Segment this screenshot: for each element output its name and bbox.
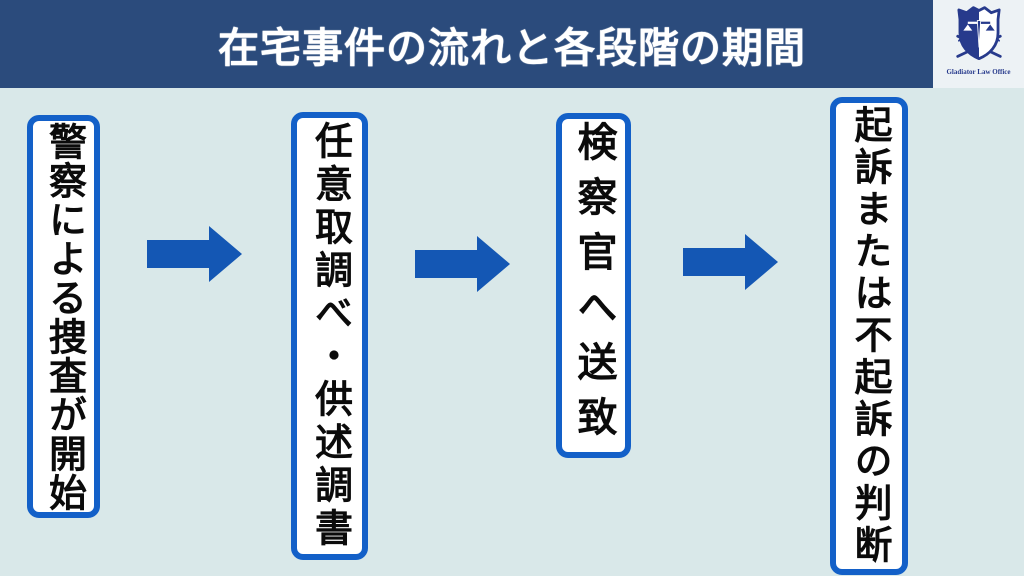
flow-step-prosecution-decision: 起訴または不起訴の判断 bbox=[830, 97, 908, 575]
right-arrow-icon bbox=[147, 226, 242, 282]
logo-wordmark: Gladiator Law Office bbox=[946, 68, 1011, 76]
flow-step-label: 警察による捜査が開始 bbox=[42, 121, 85, 512]
flow-step-police-investigation: 警察による捜査が開始 bbox=[27, 115, 100, 518]
header-bar bbox=[0, 0, 933, 88]
page-title: 在宅事件の流れと各段階の期間 bbox=[218, 25, 806, 71]
flow-step-label: 任意取調べ・供述調書 bbox=[308, 121, 351, 551]
flow-step-voluntary-interrogation: 任意取調べ・供述調書 bbox=[291, 112, 368, 560]
flow-step-referral-to-prosecutor: 検察官へ送致 bbox=[556, 113, 631, 458]
right-arrow-icon bbox=[683, 234, 778, 290]
law-office-logo: Gladiator Law Office bbox=[933, 0, 1024, 88]
flow-step-label: 起訴または不起訴の判断 bbox=[848, 105, 890, 567]
flow-step-label: 検察官へ送致 bbox=[571, 120, 616, 451]
right-arrow-icon bbox=[415, 236, 510, 292]
shield-scales-icon bbox=[951, 6, 1007, 67]
